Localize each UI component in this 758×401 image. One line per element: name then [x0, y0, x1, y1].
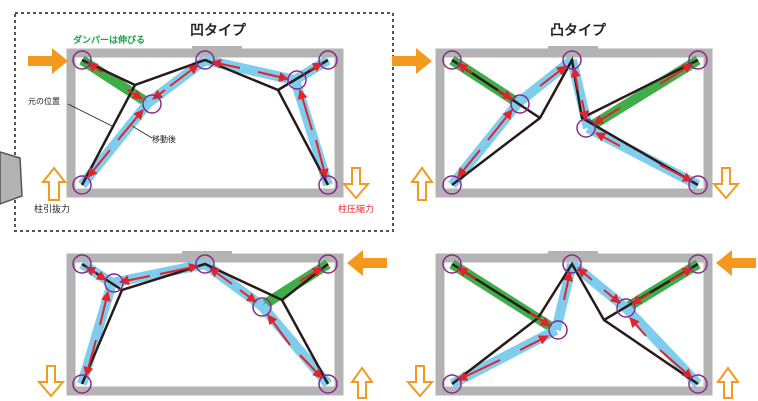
- deformed-shape: [80, 262, 330, 385]
- concave-title: 凹タイプ: [190, 23, 247, 39]
- original-position-label: 元の位置: [28, 96, 60, 106]
- joint: [318, 50, 338, 70]
- joint: [104, 273, 124, 293]
- joint: [688, 254, 708, 274]
- joint: [195, 254, 215, 274]
- horizontal-load-arrow: [347, 250, 387, 276]
- panel-bottom-left: [36, 250, 387, 399]
- joint: [195, 50, 215, 70]
- joint: [688, 175, 708, 195]
- joint: [562, 254, 582, 274]
- joint: [72, 374, 92, 394]
- damper-extends-label: ダンパーは伸びる: [73, 34, 145, 46]
- joint: [252, 297, 272, 317]
- deformed-shape: [451, 261, 699, 386]
- down-arrow-outline: [711, 167, 741, 200]
- joint: [318, 374, 338, 394]
- panel-bottom-right: [405, 250, 756, 399]
- up-arrow-outline: [716, 366, 740, 399]
- joint: [688, 374, 708, 394]
- panel-top-right: 凸タイプ: [392, 23, 741, 201]
- joint: [576, 118, 596, 138]
- highlight-dashed-box: [14, 12, 394, 232]
- column-compression-label: 柱圧縮力: [338, 203, 374, 215]
- down-arrow-outline: [36, 365, 66, 398]
- panel-top-left: 凹タイプ ダ: [28, 23, 374, 215]
- joint: [318, 175, 338, 195]
- joint: [287, 70, 307, 90]
- after-move-label: 移動後: [152, 134, 176, 144]
- joint: [442, 50, 462, 70]
- joint: [442, 374, 462, 394]
- joint: [72, 175, 92, 195]
- joint: [72, 50, 92, 70]
- joint: [442, 175, 462, 195]
- joint: [548, 320, 568, 340]
- left-edge-shape: [0, 151, 23, 205]
- joint: [510, 94, 530, 114]
- deformed-shape: [451, 56, 699, 187]
- up-arrow-outline: [350, 366, 374, 399]
- horizontal-load-arrow: [28, 48, 68, 74]
- horizontal-load-arrow: [392, 48, 432, 74]
- joint: [72, 254, 92, 274]
- down-arrow-outline: [405, 365, 435, 398]
- joint: [616, 298, 636, 318]
- joint: [442, 254, 462, 274]
- deformed-shape: [80, 58, 330, 186]
- joint: [688, 50, 708, 70]
- up-arrow-outline: [410, 166, 434, 201]
- convex-title: 凸タイプ: [550, 23, 607, 39]
- joint: [318, 254, 338, 274]
- joint: [142, 94, 162, 114]
- column-pullout-label: 柱引抜力: [34, 203, 70, 215]
- horizontal-load-arrow: [716, 250, 756, 276]
- down-arrow-outline: [341, 167, 371, 200]
- frame-top-bump: [192, 46, 242, 55]
- joint: [562, 50, 582, 70]
- up-arrow-outline: [40, 166, 68, 201]
- brace: [258, 302, 332, 388]
